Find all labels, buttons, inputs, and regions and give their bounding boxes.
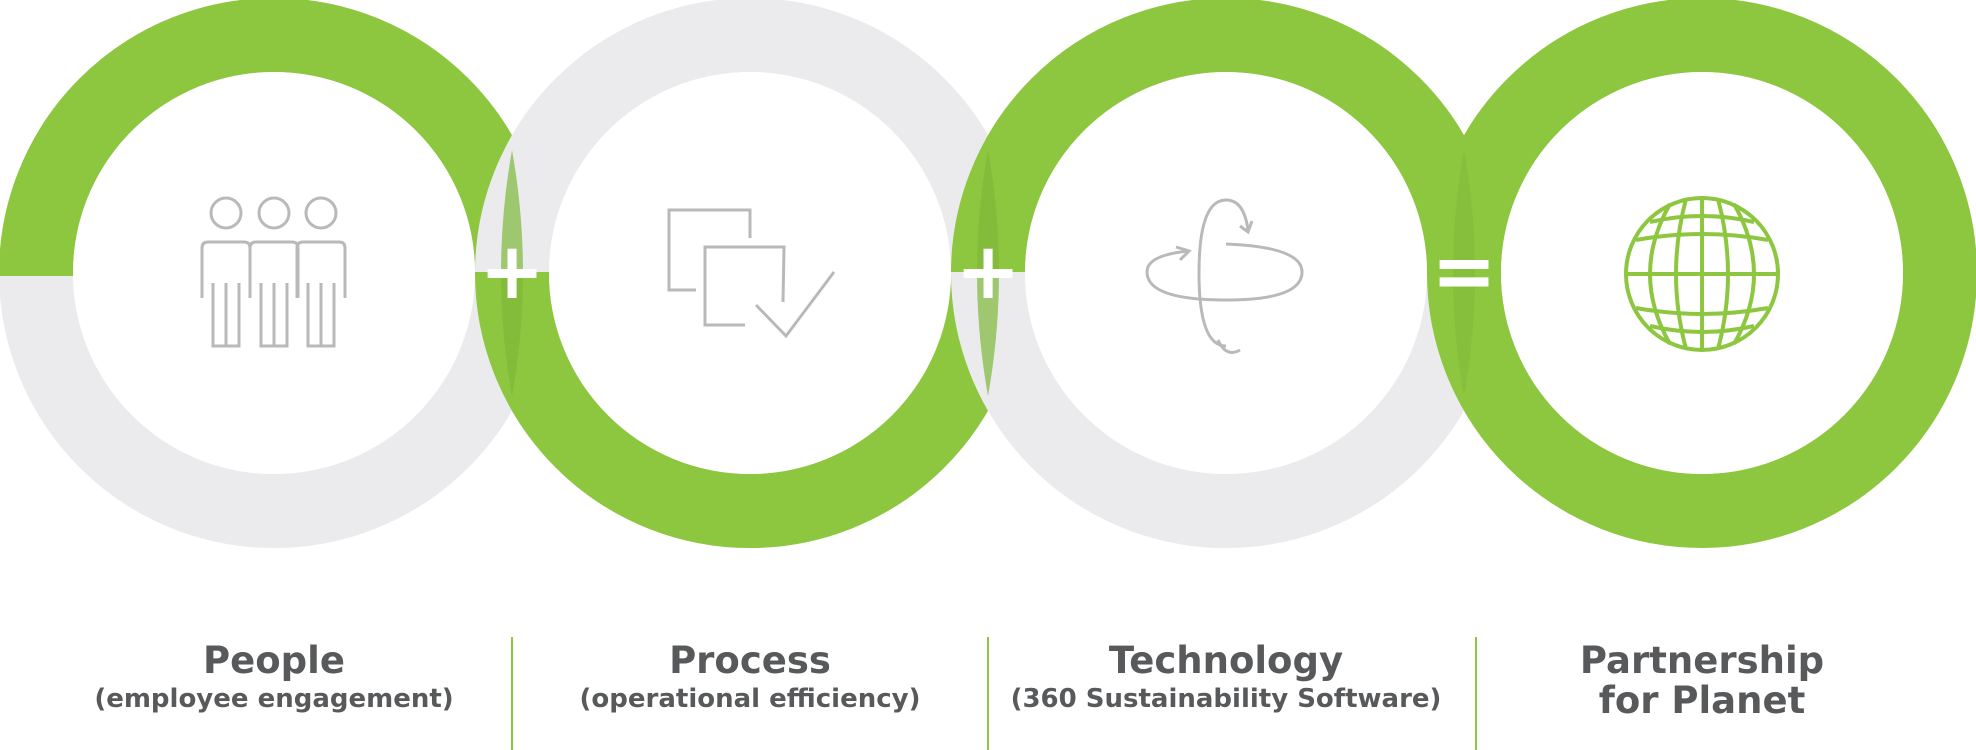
- label-technology: Technology (360 Sustainability Software): [1006, 641, 1446, 717]
- rotation-3d-icon: [1145, 198, 1304, 354]
- overlap-2: [977, 150, 999, 396]
- operator-plus-2: +: [955, 227, 1020, 317]
- people-icon: [200, 196, 347, 348]
- step-subtitle: (360 Sustainability Software): [1010, 684, 1442, 714]
- divider-2: [987, 637, 989, 750]
- step-subtitle: (operational efficiency): [579, 684, 921, 714]
- label-process: Process (operational efficiency): [550, 641, 950, 717]
- operator-plus-1: +: [479, 227, 544, 317]
- step-title: Partnership: [1579, 639, 1825, 682]
- label-people: People (employee engagement): [74, 641, 474, 717]
- divider-1: [511, 637, 513, 750]
- step-subtitle: (employee engagement): [94, 684, 454, 714]
- overlap-1: [501, 150, 523, 396]
- step-title: Technology: [1108, 639, 1344, 682]
- operator-equals: =: [1431, 227, 1496, 317]
- label-partnership: Partnership for Planet: [1502, 641, 1902, 721]
- step-subtitle: for Planet: [1598, 679, 1806, 722]
- process-check-icon: [667, 208, 836, 339]
- step-title: Process: [669, 639, 831, 682]
- overlap-3: [1453, 150, 1475, 396]
- globe-icon: [1624, 196, 1780, 352]
- step-title: People: [203, 639, 345, 682]
- equation-diagram: + + =: [0, 0, 1976, 548]
- divider-3: [1475, 637, 1477, 750]
